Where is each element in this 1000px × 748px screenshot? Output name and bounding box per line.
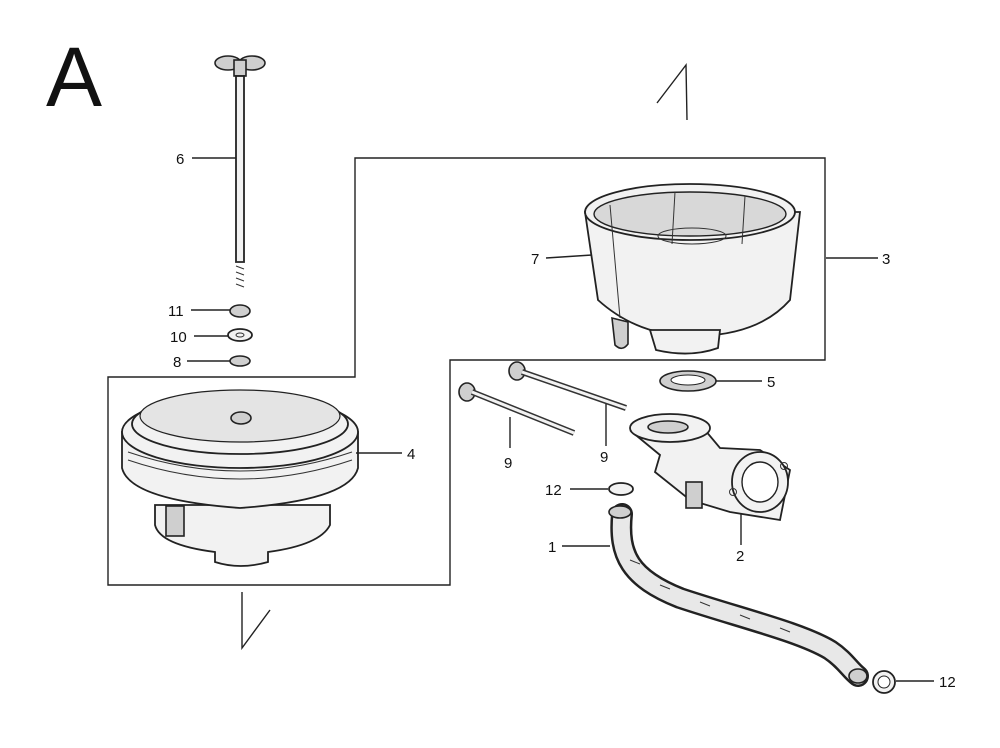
callout-12-upper: 12 [545,482,562,499]
callout-2: 2 [736,548,744,565]
bottom-orientation-mark [241,592,271,651]
callout-6: 6 [176,151,184,168]
air-cleaner-case-part [583,183,802,355]
callout-9-left: 9 [504,455,512,472]
callout-1: 1 [548,539,556,556]
assembly-bracket [107,157,826,586]
wing-bolt-part [214,55,266,288]
seal-washer-part [229,355,251,367]
callout-4: 4 [407,446,415,463]
callout-9-right: 9 [600,449,608,466]
elbow-joint-part [629,413,792,522]
washer-part [227,328,253,342]
air-cleaner-cover-part [121,389,359,567]
hose-clip-lower-part [872,670,896,694]
callout-5: 5 [767,374,775,391]
top-orientation-mark [656,62,688,121]
callout-7: 7 [531,251,539,268]
callout-8: 8 [173,354,181,371]
callout-12-lower: 12 [939,674,956,691]
section-letter: A [46,30,102,124]
gasket-part [659,370,717,392]
callout-11: 11 [168,303,184,320]
leader-lines [187,157,934,682]
hose-clip-upper-part [608,482,634,496]
nut-part [229,304,251,318]
long-bolt-part [458,382,576,436]
short-bolt-part [508,361,627,411]
callout-10: 10 [170,329,187,346]
callout-3: 3 [882,251,890,268]
breather-hose-part [608,503,869,687]
